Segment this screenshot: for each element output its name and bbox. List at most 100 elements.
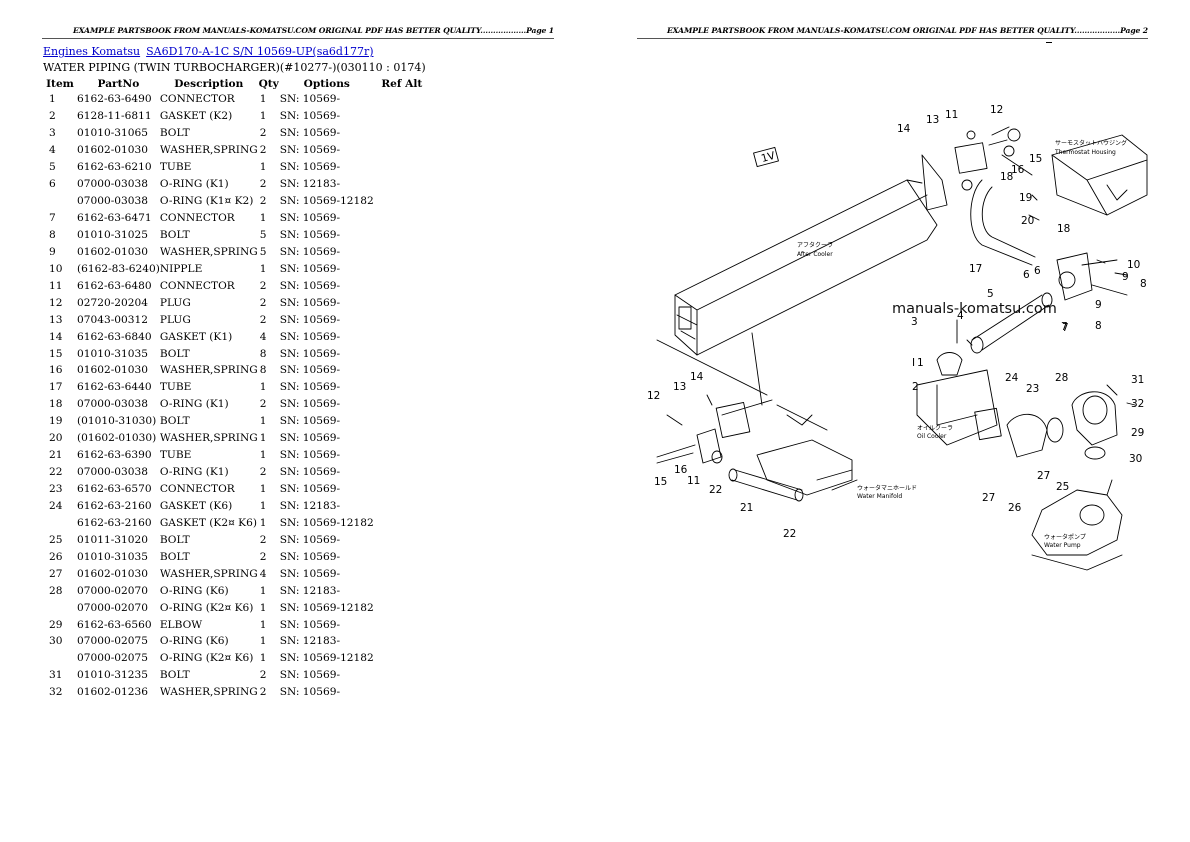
breadcrumb-link-model[interactable]: SA6D170-A-1C S/N 10569-UP(sa6d177r) [146,45,374,58]
cell-ref-alt [374,142,430,159]
cell-description: O-RING (K2¤ K6) [159,601,254,614]
cell-description: O-RING (K6) [159,635,229,648]
cell-qty: 2 [259,279,267,292]
cell-partno: 6162-63-6440 [77,381,152,394]
parts-diagram: manuals-komatsu.com サーモスタットハウジング Thermos… [647,104,1148,571]
callout-28: 28 [1055,372,1068,384]
cell-item: 15 [49,347,63,360]
cell-options: SN: 10569- [279,533,341,546]
page-2-dash-mark [1046,42,1052,43]
cell-qty: 1 [259,499,267,512]
cell-partno: 01011-31020 [77,533,148,546]
cell-item: 31 [49,669,63,682]
cell-partno: 07000-02075 [77,635,148,648]
cell-options: SN: 12183- [279,499,341,512]
cell-item: 3 [49,127,56,140]
cell-description: O-RING (K1) [159,398,229,411]
callout-23: 23 [1026,383,1039,395]
cell-item [43,514,77,531]
cell-item: 24 [49,499,63,512]
cell-options: SN: 10569- [279,245,341,258]
cell-options: SN: 10569- [279,144,341,157]
cell-ref-alt [374,159,430,176]
cell-ref-alt [374,531,430,548]
cell-item: 28 [49,584,63,597]
callout-11: 11 [945,109,958,121]
cell-options: SN: 12183- [279,635,341,648]
cell-options: SN: 10569- [279,127,341,140]
cell-item: 14 [49,330,63,343]
cell-item [43,193,77,210]
cell-ref-alt [374,633,430,650]
cell-partno: 6162-63-6570 [77,483,152,496]
cell-description: O-RING (K2¤ K6) [159,652,254,665]
cell-ref-alt [374,565,430,582]
cell-description: O-RING (K1) [159,466,229,479]
oil-cooler-label: Oil Cooler [917,433,947,440]
callout-14: 14 [897,123,911,135]
page-subtitle: WATER PIPING (TWIN TURBOCHARGER)(#10277-… [43,61,426,74]
col-header-description: Description [174,77,244,90]
cell-options: SN: 10569- [279,483,341,496]
cell-description: BOLT [159,415,190,428]
cell-ref-alt [374,498,430,515]
cell-description: BOLT [159,550,190,563]
cell-description: WASHER,SPRING [159,686,258,699]
cell-partno: 01010-31065 [77,127,148,140]
thermostat-housing-label: Thermostat Housing [1054,149,1116,156]
oil-cooler-jp-label: オイルクーラ [917,425,953,432]
cell-description: TUBE [159,449,192,462]
cell-ref-alt [374,582,430,599]
cell-item: 2 [49,110,56,123]
cell-description: TUBE [159,161,192,174]
cell-qty: 2 [259,144,267,157]
callout-26: 26 [1008,502,1022,514]
cell-item: 13 [49,313,63,326]
cell-description: GASKET (K2¤ K6) [159,516,257,529]
cell-ref-alt [374,514,430,531]
cell-qty: 2 [259,686,267,699]
callout-10: 10 [1127,259,1140,271]
callout-30: 30 [1129,453,1142,465]
cell-item: 9 [49,245,56,258]
cell-qty: 5 [259,228,267,241]
cell-partno: 07000-02070 [77,601,148,614]
callout-2: 2 [912,381,919,393]
cell-item: 32 [49,686,63,699]
cell-qty: 1 [259,381,267,394]
cell-ref-alt [374,650,430,667]
cell-item: 11 [49,279,63,292]
cell-options: SN: 10569- [279,364,341,377]
callout-13-secondary: 13 [673,381,686,393]
cell-partno: 6162-63-6210 [77,161,152,174]
callout-17: 17 [969,263,982,275]
cell-description: BOLT [159,228,190,241]
breadcrumb-link-engines[interactable]: Engines Komatsu [43,45,141,58]
cell-description: GASKET (K1) [159,330,233,343]
cell-partno: 07000-03038 [77,195,148,208]
cell-options: SN: 10569- [279,381,341,394]
cell-description: CONNECTOR [159,279,235,292]
callout-32: 32 [1131,398,1144,410]
cell-partno: 01602-01030 [77,364,148,377]
cell-qty: 1 [259,161,267,174]
cell-partno: 02720-20204 [77,296,148,309]
cell-item: 4 [49,144,56,157]
cell-qty: 1 [259,110,267,123]
cell-qty: 2 [259,313,267,326]
